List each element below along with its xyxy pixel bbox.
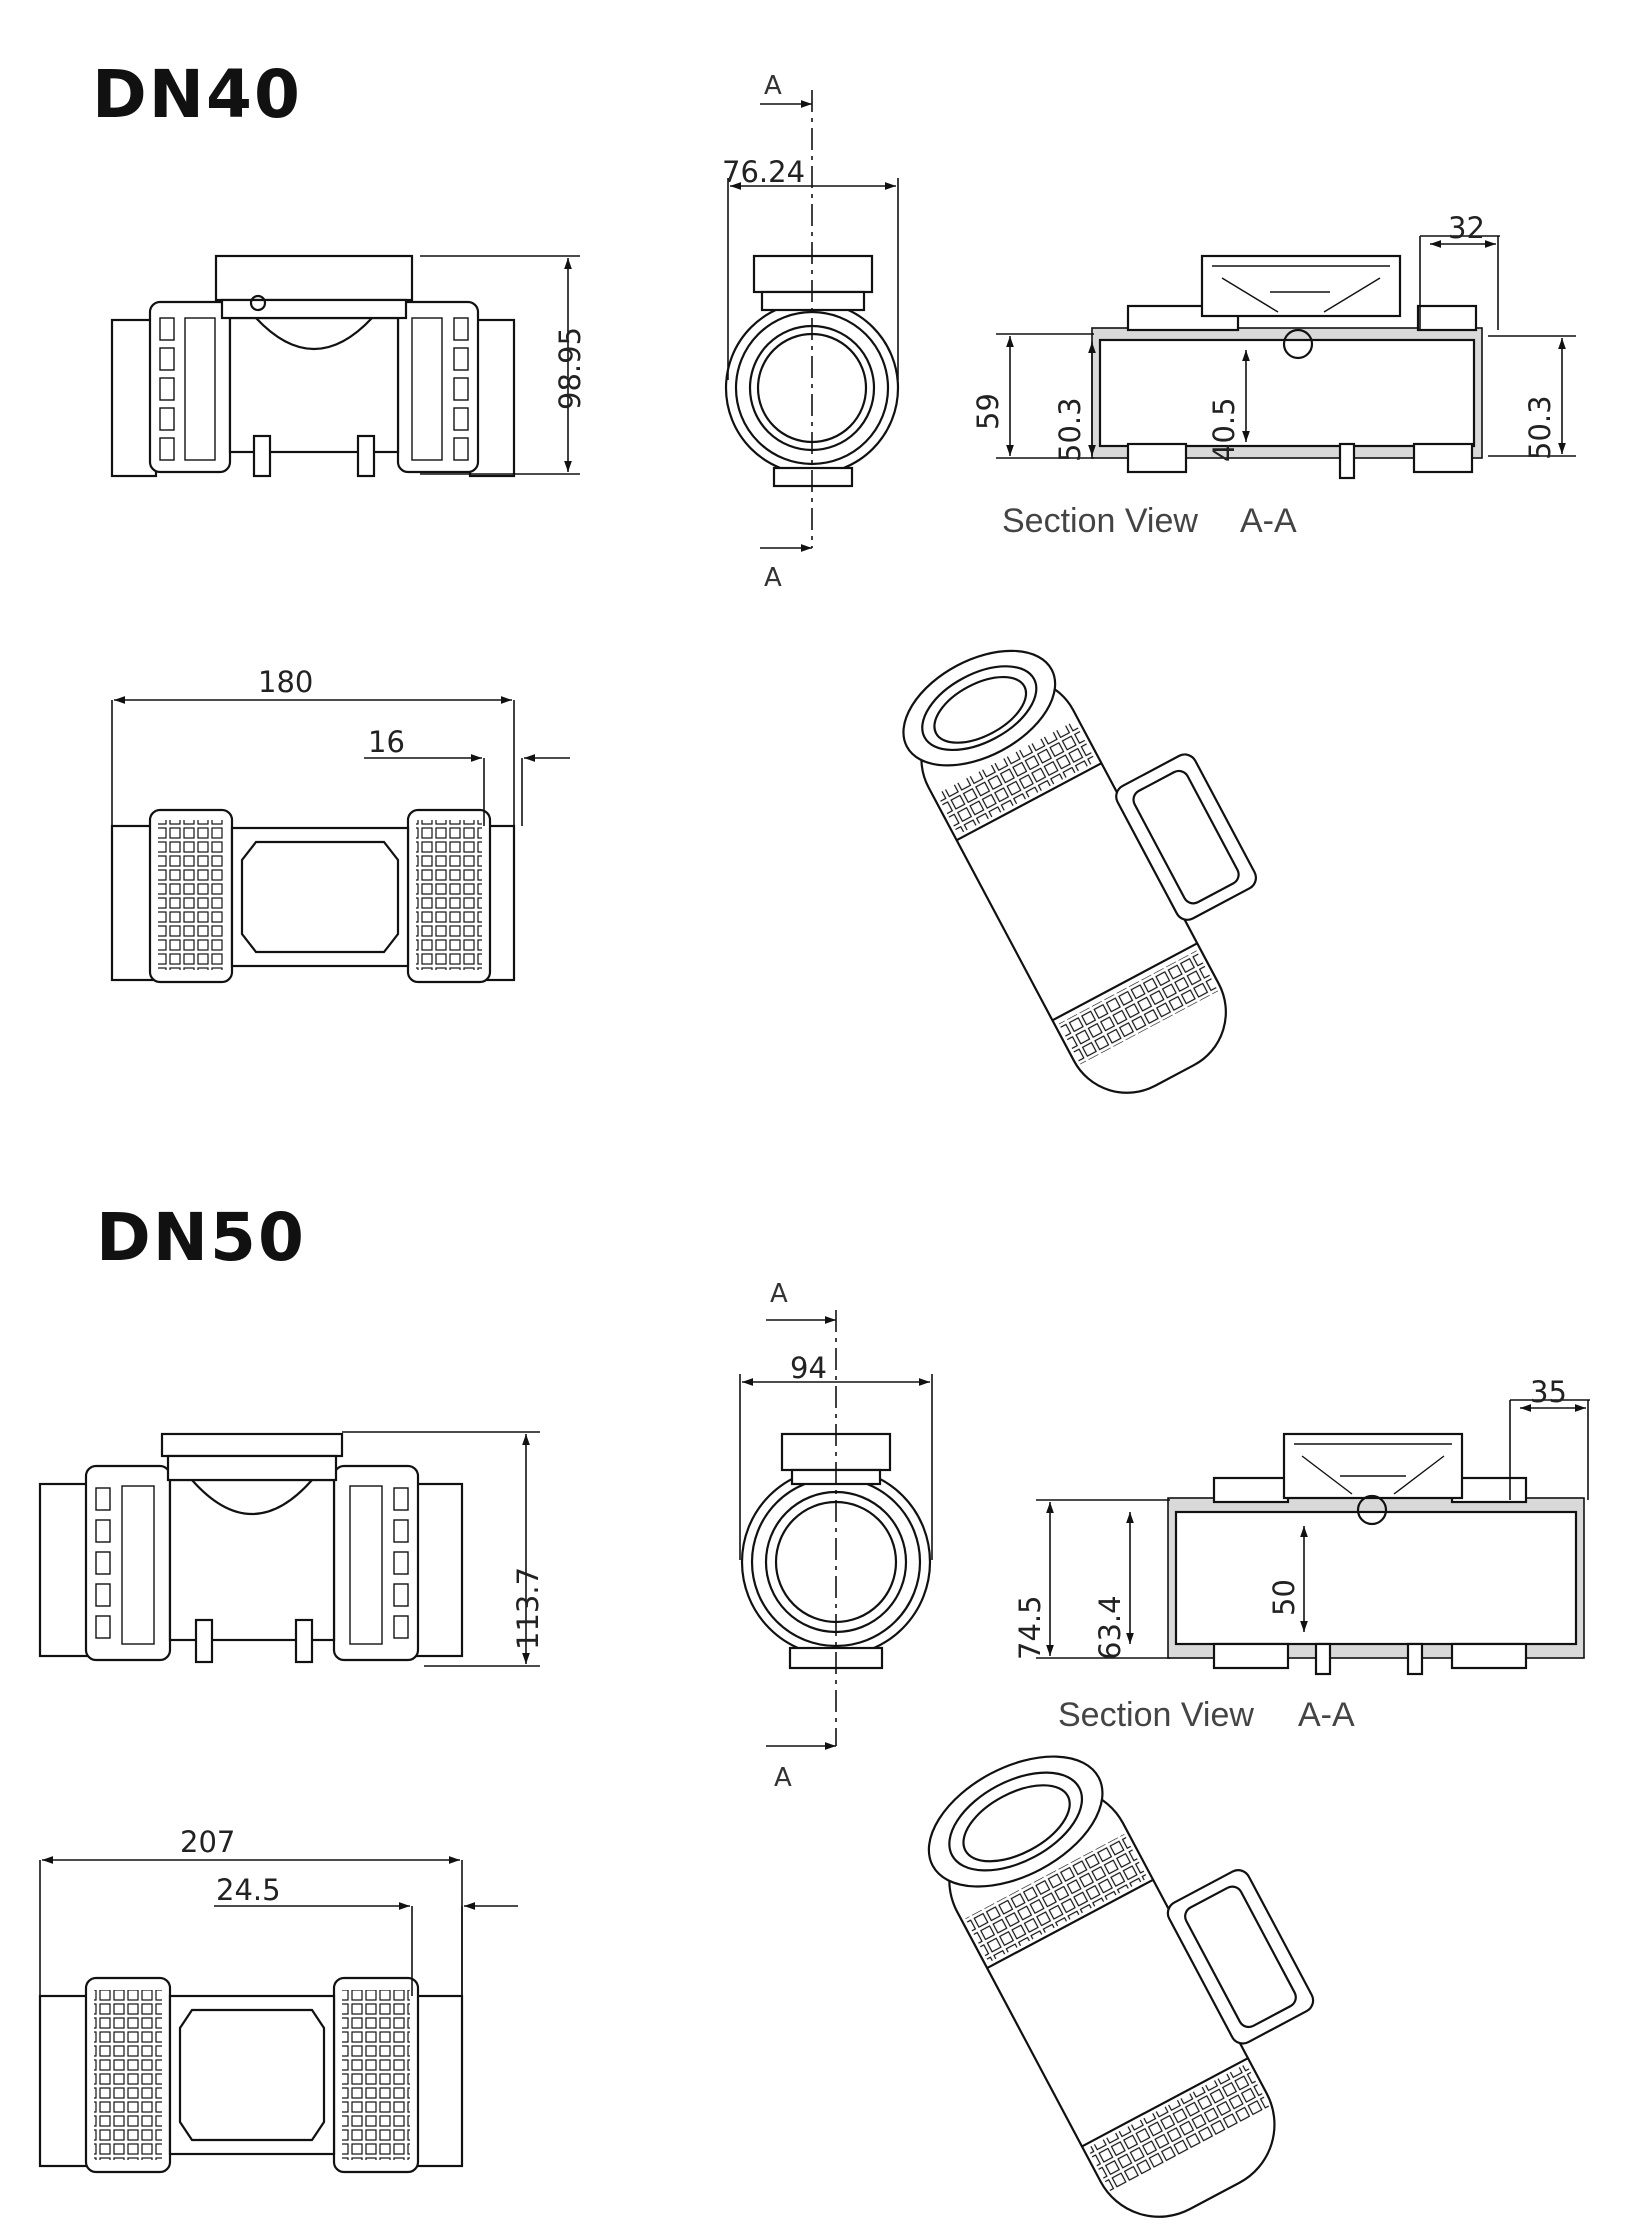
dn50-stub-dim: 24.5 (216, 1873, 281, 1907)
dn40-bore-right-dim: 50.3 (1523, 395, 1557, 460)
dn50-bore-dim: 63.4 (1093, 1595, 1127, 1660)
dn40-title: DN40 (92, 56, 302, 133)
dn40-section-label: Section View (1002, 502, 1198, 540)
dn50-title: DN50 (96, 1199, 306, 1276)
dn50-side-view: A A 94 (739, 1279, 933, 1793)
dn40-height-dim: 98.95 (553, 327, 587, 410)
dn40-section-view: 59 50.3 40.5 32 50.3 Section View A-A (971, 211, 1576, 540)
dn40-front-view: 98.95 (110, 254, 587, 478)
dn40-length-dim: 180 (258, 665, 313, 699)
dn40-stub-dim: 16 (368, 725, 405, 759)
dn40-isometric-view (902, 649, 1257, 1094)
dn50-width-dim: 94 (790, 1351, 827, 1385)
dn40-bore-dim: 50.3 (1053, 397, 1087, 462)
dn40-section-ref: A-A (1240, 502, 1297, 540)
dn40-side-view: A A 76.24 (722, 71, 900, 593)
dn50-offset-dim: 35 (1530, 1375, 1567, 1409)
dn50-section-label: Section View (1058, 1696, 1254, 1734)
dn40-overall-h-dim: 59 (971, 393, 1005, 430)
dn50-isometric-view (927, 1755, 1315, 2218)
dn50-bottom-view: 207 24.5 (38, 1825, 518, 2174)
dn50-length-dim: 207 (180, 1825, 235, 1859)
dn40-bottom-view: 180 16 (110, 665, 570, 984)
dn40-offset-dim: 32 (1448, 211, 1485, 245)
dn50-front-view: 113.7 (38, 1431, 545, 1667)
dn50-inner-dim: 50 (1267, 1579, 1301, 1616)
dn50-overall-h-dim: 74.5 (1013, 1595, 1047, 1660)
dn40-width-dim: 76.24 (722, 155, 805, 189)
dn50-section-view: 74.5 63.4 50 35 Section View A-A (1013, 1375, 1590, 1734)
dn50-height-dim: 113.7 (511, 1567, 545, 1650)
dn50-section-ref: A-A (1298, 1696, 1355, 1734)
dn50-cut-mark-bottom: A (774, 1763, 792, 1793)
dn40-inner-dim: 40.5 (1207, 397, 1241, 462)
dn40-cut-mark-top: A (764, 71, 782, 101)
dn40-cut-mark-bottom: A (764, 563, 782, 593)
dn50-cut-mark-top: A (770, 1279, 788, 1309)
